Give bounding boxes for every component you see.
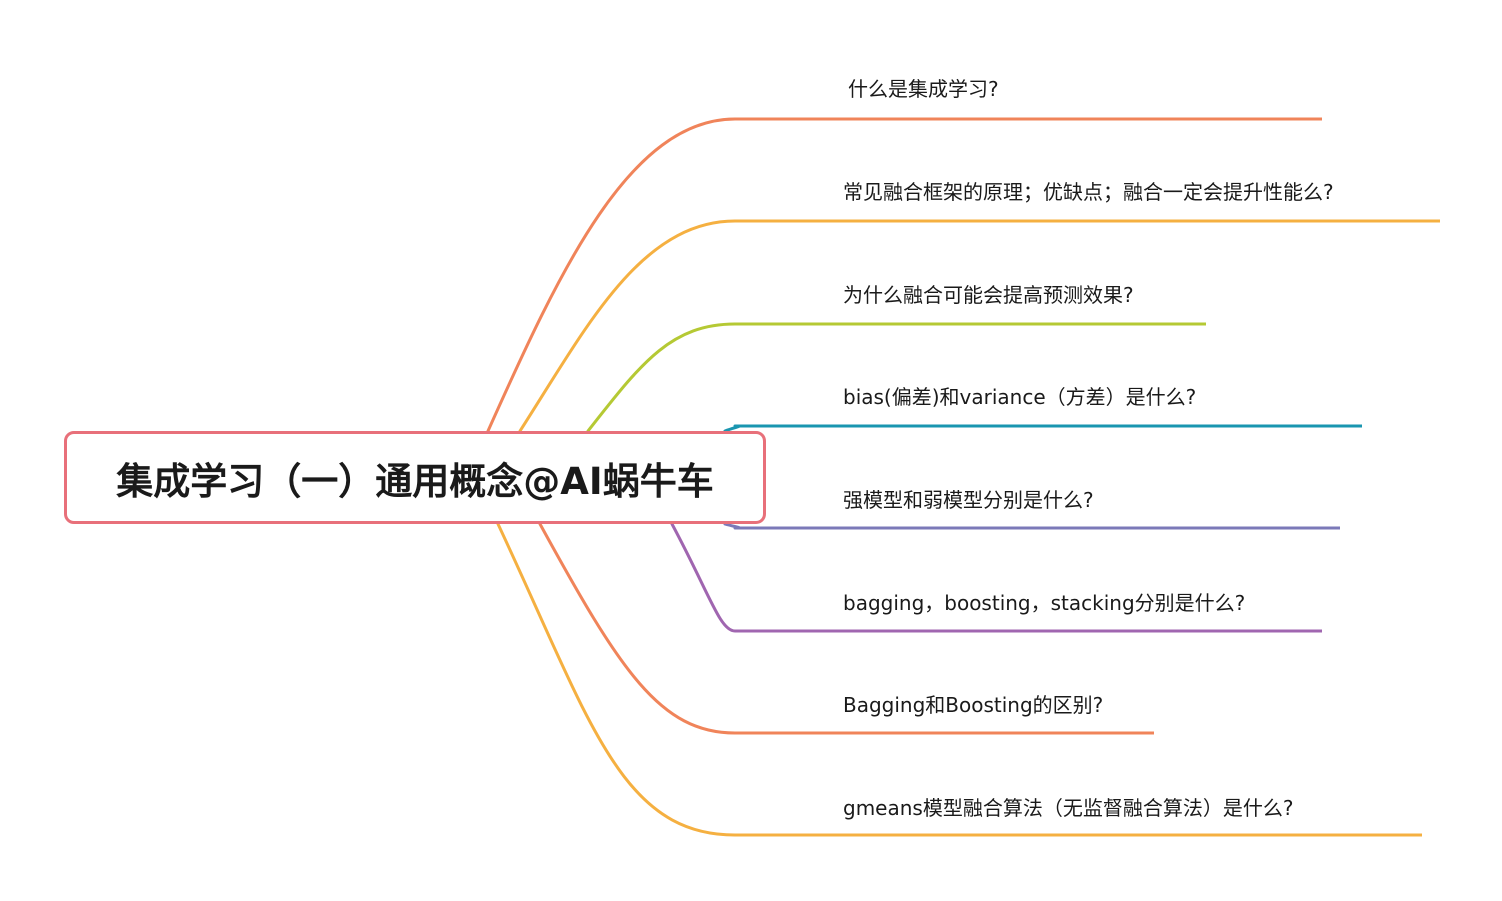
connectors: [486, 117, 741, 837]
branch-label-5[interactable]: 强模型和弱模型分别是什么?: [843, 488, 1094, 512]
branch-connector-2: [518, 219, 737, 433]
branch-label-1[interactable]: 什么是集成学习?: [848, 77, 999, 101]
branch-connector-8: [496, 522, 737, 837]
root-topic[interactable]: 集成学习（一）通用概念@AI蜗牛车: [64, 431, 766, 524]
branch-label-4[interactable]: bias(偏差)和variance（方差）是什么?: [843, 385, 1197, 409]
branch-connector-1: [486, 117, 737, 433]
branch-label-3[interactable]: 为什么融合可能会提高预测效果?: [843, 283, 1134, 307]
branch-label-8[interactable]: gmeans模型融合算法（无监督融合算法）是什么?: [843, 796, 1294, 820]
branch-connector-6: [670, 522, 737, 633]
underlines: [735, 117, 1440, 837]
branch-connector-3: [586, 322, 737, 433]
branch-label-2[interactable]: 常见融合框架的原理；优缺点；融合一定会提升性能么?: [843, 180, 1334, 204]
branch-label-7[interactable]: Bagging和Boosting的区别?: [843, 693, 1104, 717]
branch-label-6[interactable]: bagging，boosting，stacking分别是什么?: [843, 591, 1246, 615]
branch-connector-7: [538, 522, 737, 735]
root-title: 集成学习（一）通用概念@AI蜗牛车: [116, 459, 714, 503]
